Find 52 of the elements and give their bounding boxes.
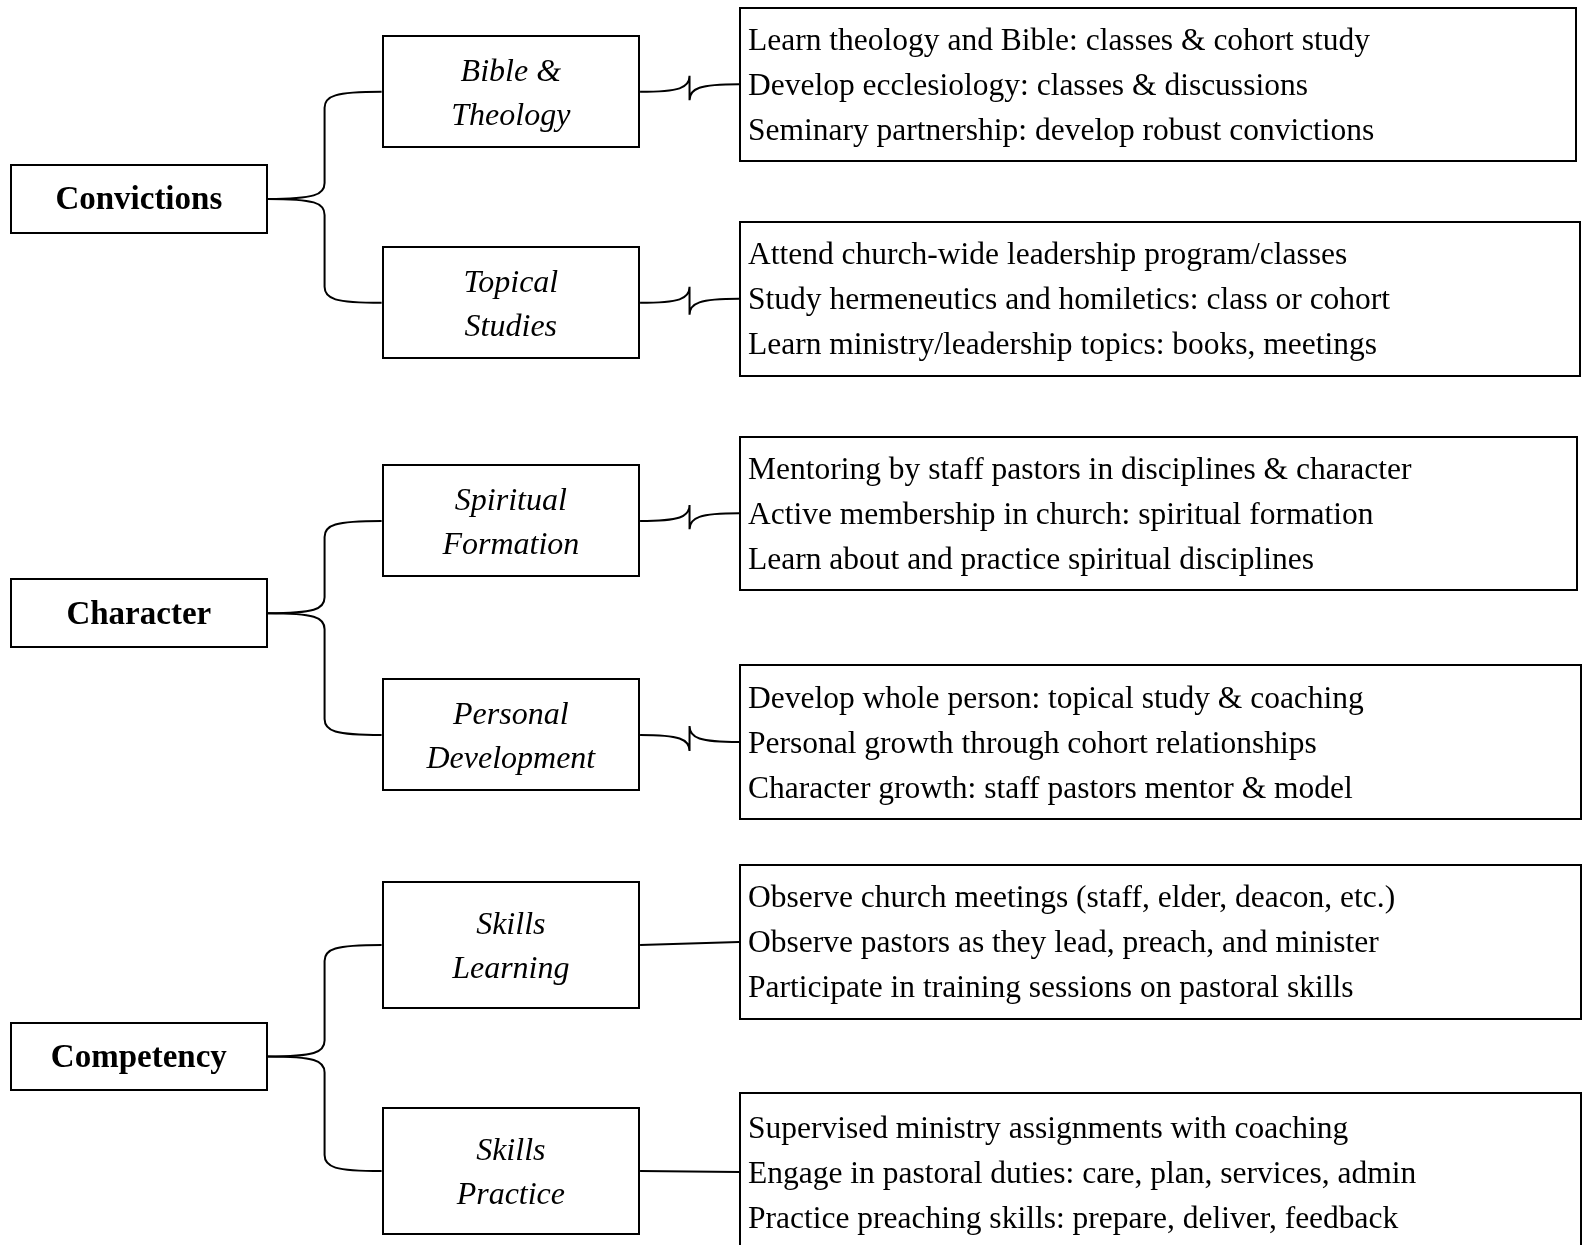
connector-line (639, 940, 740, 946)
subcategory-title: Bible & Theology (450, 50, 572, 134)
subcategory-box (381, 246, 641, 360)
brace-connector (639, 503, 740, 531)
activity-text: Attend church-wide leadership program/classes (748, 235, 1348, 274)
subcategory-title: Skills Learning (451, 903, 571, 987)
subcategory-box (381, 881, 641, 1009)
activity-text: Learn theology and Bible: classes & cohort study (748, 20, 1370, 59)
subcategory-box (381, 678, 641, 792)
subcategory-title: Spiritual Formation (441, 479, 581, 563)
category-title: Competency (50, 1038, 227, 1075)
activity-text: Engage in pastoral duties: care, plan, services, admin (748, 1153, 1417, 1192)
brace-connector (266, 197, 383, 304)
activity-list-box (739, 221, 1581, 377)
subcategory-title: Skills Practice (455, 1130, 566, 1214)
category-title: Convictions (55, 180, 223, 218)
brace-connector (266, 943, 383, 1058)
activity-text: Seminary partnership: develop robust convictions (748, 110, 1375, 149)
activity-text: Supervised ministry assignments with coaching (748, 1108, 1349, 1147)
activity-text: Study hermeneutics and homiletics: class or cohort (748, 280, 1391, 319)
activity-text: Develop whole person: topical study & coaching (748, 678, 1364, 717)
activity-list-box (739, 664, 1582, 820)
category-box (10, 163, 268, 235)
activity-text: Learn about and practice spiritual disciplines (748, 539, 1314, 578)
activity-list-box (739, 7, 1577, 162)
activity-text: Participate in training sessions on pastoral skills (748, 968, 1354, 1007)
subcategory-box (381, 464, 641, 578)
category-box (10, 578, 268, 649)
subcategory-box (381, 1107, 641, 1235)
activity-text: Practice preaching skills: prepare, deliver, feedback (748, 1198, 1399, 1237)
activity-text: Learn ministry/leadership topics: books, meetings (748, 325, 1377, 364)
activity-text: Develop ecclesiology: classes & discussions (748, 65, 1308, 104)
brace-connector (639, 74, 740, 102)
connector-line (639, 1170, 740, 1174)
brace-connector (266, 1055, 383, 1173)
subcategory-title: Topical Studies (462, 261, 560, 345)
activity-list-box (739, 864, 1582, 1020)
activity-text: Character growth: staff pastors mentor & model (748, 768, 1353, 807)
activity-text: Observe church meetings (staff, elder, deacon, etc.) (748, 878, 1396, 917)
activity-text: Personal growth through cohort relationships (748, 723, 1317, 762)
activity-text: Mentoring by staff pastors in disciplines & character (748, 449, 1412, 488)
activity-text: Active membership in church: spiritual formation (748, 494, 1374, 533)
brace-connector (639, 285, 740, 316)
subcategory-box (381, 35, 641, 149)
activity-text: Observe pastors as they lead, preach, and minister (748, 923, 1379, 962)
brace-connector (639, 725, 740, 752)
subcategory-title: Personal Development (425, 693, 597, 777)
brace-connector (266, 612, 383, 736)
category-box (10, 1021, 268, 1092)
activity-list-box (739, 1092, 1582, 1245)
activity-list-box (739, 436, 1578, 591)
category-title: Character (66, 594, 212, 632)
